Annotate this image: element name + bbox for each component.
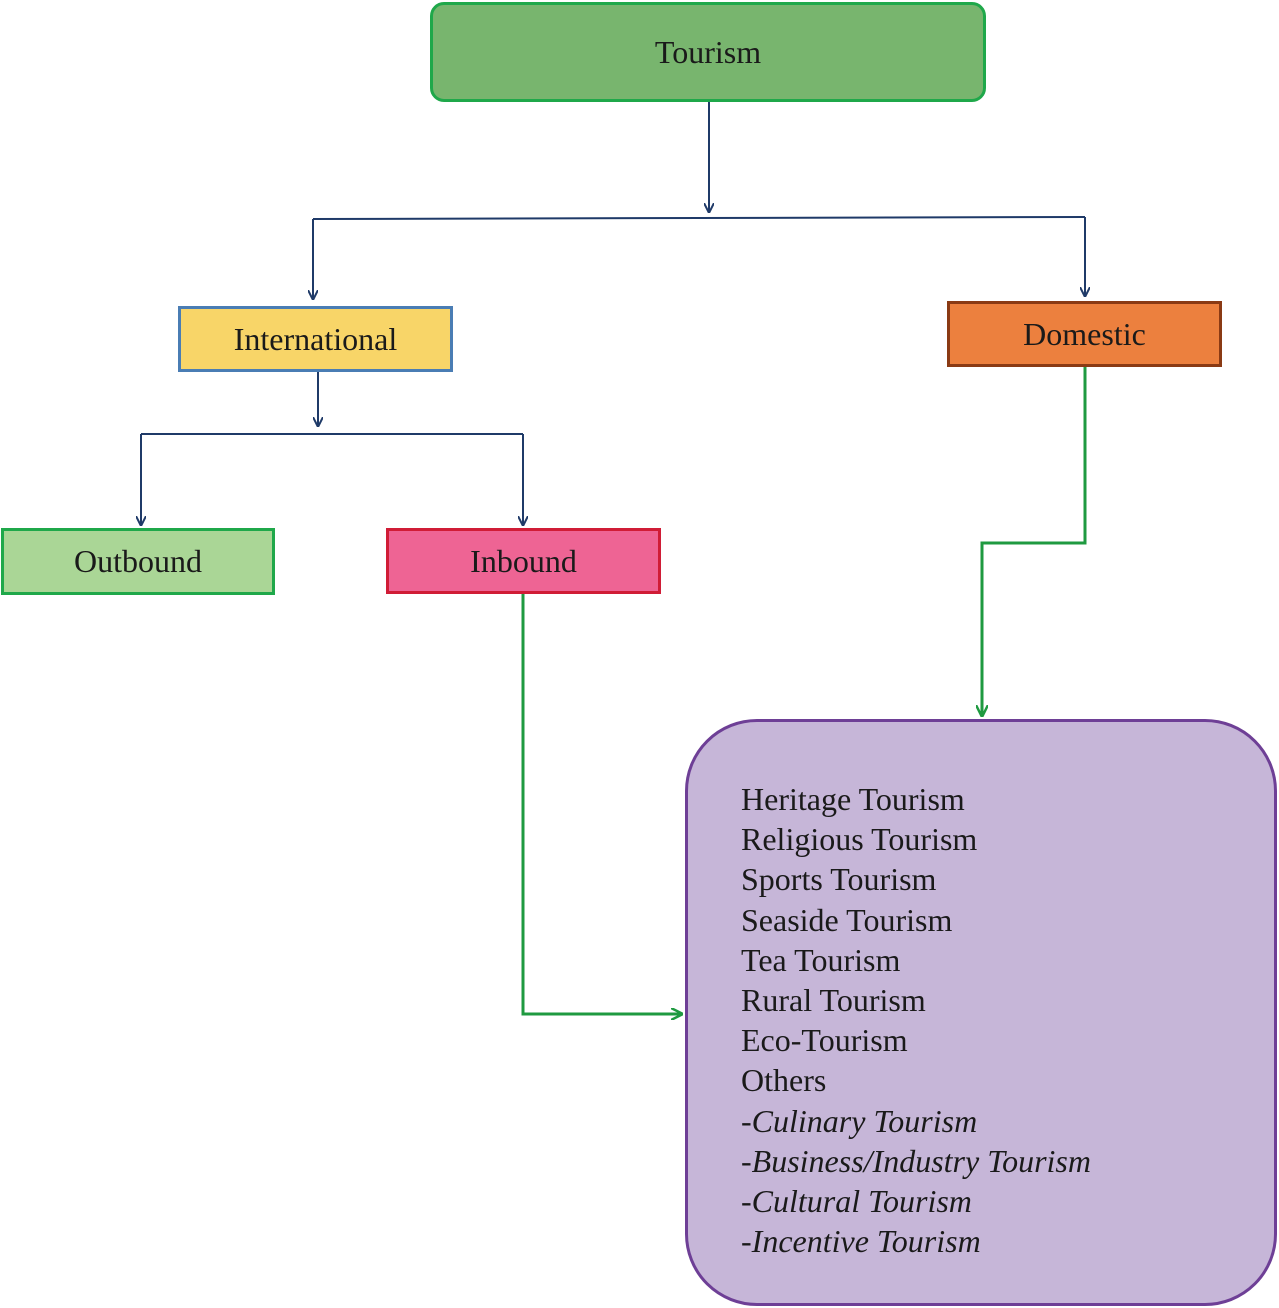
tourism-type-item: Rural Tourism (741, 982, 926, 1019)
others-subitem: -Culinary Tourism (741, 1102, 978, 1139)
inbound-label: Inbound (470, 542, 577, 579)
connector-tourism-branch (312, 216, 1086, 220)
tourism-type-item: Heritage Tourism (741, 781, 965, 817)
inbound-node: Inbound (386, 528, 661, 594)
tourism-node: Tourism (430, 2, 986, 102)
tourism-label: Tourism (654, 33, 762, 70)
connector-inbound-to-types (521, 594, 682, 1014)
others-subitem: -Business/Industry Tourism (741, 1142, 1091, 1179)
tourism-types-box: Heritage Tourism Religious Tourism Sport… (685, 719, 1277, 1306)
tourism-type-item: Eco-Tourism (741, 1022, 908, 1059)
outbound-node: Outbound (1, 528, 275, 595)
tourism-type-item: Sports Tourism (741, 861, 937, 898)
others-subitem: -Incentive Tourism (741, 1223, 981, 1260)
tourism-type-item: Others (741, 1062, 827, 1099)
domestic-node: Domestic (947, 301, 1222, 367)
tourism-type-item: Seaside Tourism (741, 901, 953, 938)
tourism-type-item: Tea Tourism (741, 941, 901, 978)
international-node: International (178, 306, 453, 372)
international-label: International (233, 320, 398, 357)
domestic-label: Domestic (1023, 315, 1146, 352)
others-subitem: -Cultural Tourism (741, 1183, 972, 1220)
tourism-type-item: Religious Tourism (741, 821, 978, 858)
tourism-types-list: Heritage Tourism Religious Tourism Sport… (741, 779, 1274, 1261)
connector-domestic-to-types (982, 367, 1087, 716)
outbound-label: Outbound (74, 543, 202, 579)
